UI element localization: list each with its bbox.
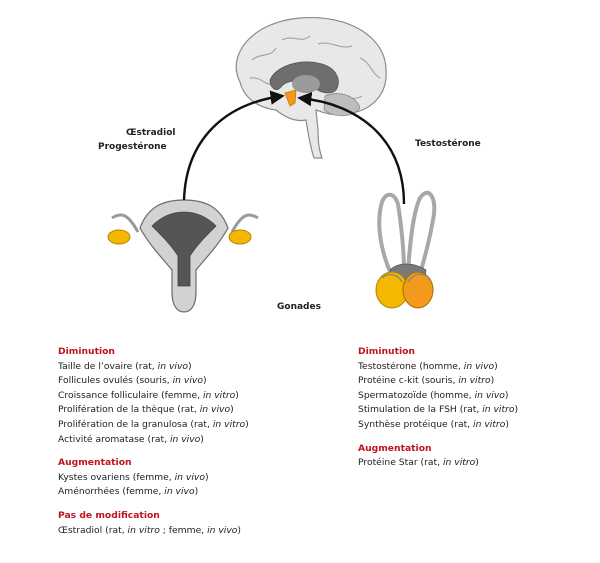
list-item: Kystes ovariens (femme, in vivo) [58,471,209,483]
list-item: Activité aromatase (rat, in vivo) [58,433,204,445]
list-item: Aménorrhées (femme, in vivo) [58,486,199,498]
heading-diminution-female: Diminution [58,346,115,357]
heading-augmentation-female: Augmentation [58,457,132,469]
list-item: Protéine c-kit (souris, in vitro) [358,375,495,387]
label-gonades: Gonades [277,302,321,312]
heading-augmentation-male: Augmentation [358,442,432,454]
list-item: Prolifération de la thèque (rat, in vivo… [58,404,234,416]
uterus-illustration [107,199,259,313]
ovary-left [107,229,131,245]
testes-illustration [375,190,437,309]
label-testosterone: Testostérone [415,139,481,149]
list-item: Stimulation de la FSH (rat, in vitro) [358,404,519,416]
list-item: Synthèse protéique (rat, in vitro) [358,418,509,430]
label-estradiol: Œstradiol [126,128,176,138]
list-item: Follicules ovulés (souris, in vivo) [58,375,207,387]
testis-right [402,271,434,309]
list-item: Protéine Star (rat, in vitro) [358,457,479,469]
label-progesterone: Progestérone [98,142,167,152]
heading-diminution-male: Diminution [358,346,415,357]
list-item: Œstradiol (rat, in vitro ; femme, in viv… [58,524,242,536]
effects-female: Diminution Taille de l’ovaire (rat, in v… [58,345,249,538]
heading-pas-de-modification: Pas de modification [58,509,160,521]
pituitary-gland [284,89,297,107]
arrow-ovary-to-pituitary [182,90,285,201]
list-item: Prolifération de la granulosa (rat, in v… [58,418,249,430]
brain-illustration [235,16,387,159]
list-item: Spermatozoïde (homme, in vivo) [358,389,509,401]
list-item: Testostérone (homme, in vivo) [358,360,498,372]
effects-male: Diminution Testostérone (homme, in vivo)… [358,345,518,471]
ovary-right [228,229,252,245]
list-item: Croissance folliculaire (femme, in vitro… [58,389,239,401]
arrow-testis-to-pituitary [297,91,406,205]
list-item: Taille de l’ovaire (rat, in vivo) [58,360,192,372]
